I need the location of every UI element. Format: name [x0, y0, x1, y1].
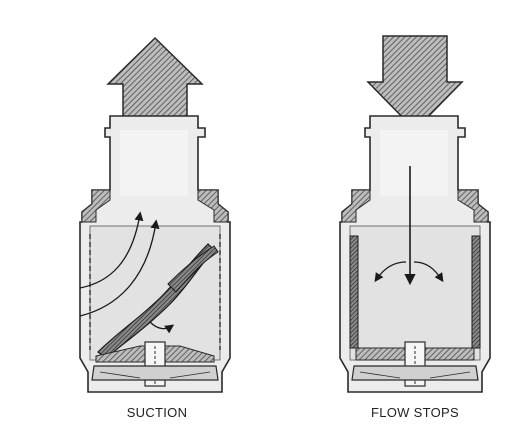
arrow-down-icon: [366, 35, 464, 132]
suction-valve: [79, 36, 231, 393]
nozzle-bore: [120, 130, 188, 196]
flow-stops-caption: FLOW STOPS: [371, 405, 459, 420]
diaphragm-flap: [167, 245, 219, 293]
flow-arrow: [79, 219, 160, 317]
diaphragm-wall-left: [349, 235, 359, 349]
shoulder-right: [197, 189, 229, 223]
diaphragm-wall-right: [471, 235, 481, 349]
chamber: [349, 225, 481, 361]
suction-caption: SUCTION: [126, 405, 188, 420]
shoulder-left: [81, 189, 111, 223]
flow-arrow: [79, 211, 144, 289]
arrow-up-icon: [106, 36, 204, 131]
base-plate: [91, 365, 219, 381]
flow-stops-valve: [339, 35, 491, 393]
base-plate: [351, 365, 479, 381]
flow-arrow: [413, 261, 444, 283]
flow-arrow: [374, 261, 407, 283]
shoulder-right: [457, 189, 489, 223]
chamber: [89, 225, 221, 361]
flow-arrow: [149, 321, 175, 334]
shoulder-left: [341, 189, 371, 223]
nozzle-bore: [380, 130, 448, 196]
